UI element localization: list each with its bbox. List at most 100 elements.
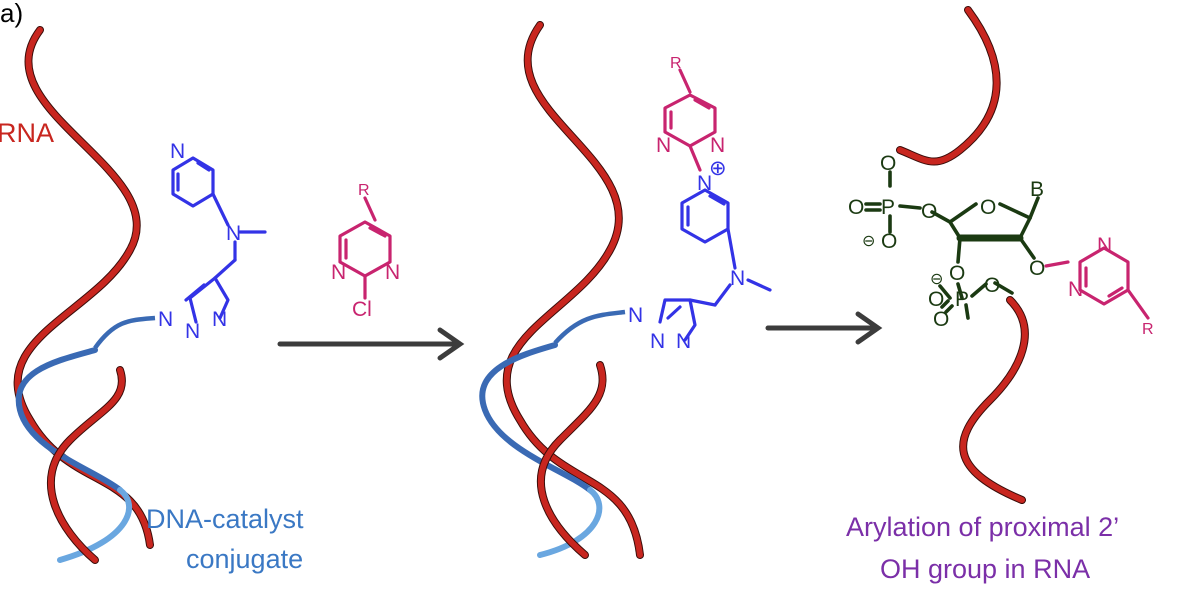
triazole-ring-2 (658, 298, 697, 342)
product-o3: O (949, 262, 965, 285)
arrow-2-head (855, 311, 883, 345)
bond-c2-o2 (1018, 236, 1036, 260)
product-minus1: ⊖ (862, 233, 875, 250)
bond-o2-pym (1044, 260, 1070, 268)
bond-ch2-triazole (213, 258, 237, 280)
bond-p-o-bottom (970, 282, 988, 298)
dna-strand-mid (479, 342, 593, 493)
product-o2: O (1029, 257, 1045, 280)
bond-p-o-down (964, 303, 970, 320)
triazole-double-2 (666, 305, 682, 320)
product-o-minus: O (881, 230, 897, 253)
pyridinium-ring (680, 188, 730, 244)
product-structure: O P O O ⊖ O O B O ⊖ O P O O O N N R (848, 6, 1154, 504)
dna-strand-mid-light (537, 487, 603, 558)
reagent-r: R (358, 182, 370, 199)
reagent-cl: Cl (352, 298, 372, 321)
pyridinium-double (686, 194, 726, 227)
pyrimidine-double-2 (669, 98, 711, 130)
triazole-double-1 (184, 283, 206, 302)
arrow-1-head (437, 327, 465, 361)
rna-strand-top (897, 7, 1000, 165)
reagent-molecule: R N N Cl (331, 182, 400, 321)
dna-catalyst-label-line1: DNA-catalyst (146, 504, 304, 534)
rna-strand-mid (503, 22, 643, 558)
product-p-top: P (881, 196, 895, 219)
catalyst1-n-amine: N (226, 222, 241, 245)
product-base-b: B (1030, 178, 1044, 201)
catalyst1-n-pyridine: N (170, 140, 185, 163)
product-o-ring: O (980, 196, 996, 219)
bond-pyr-amine-2 (726, 227, 737, 270)
bond-pyr-n (211, 192, 230, 227)
pyrimidine-double-product (1084, 266, 1124, 298)
dna-catalyst-label-line2: conjugate (186, 544, 303, 574)
middle-helix (479, 21, 644, 559)
bond-pym-pyridinium (688, 144, 702, 172)
catalyst-molecule-1: N N N N N (158, 140, 267, 343)
bond-c1-base (1028, 196, 1040, 220)
rna-strand-mid-cross (538, 362, 606, 558)
pyridine-ring-1 (171, 156, 215, 208)
rna-label: RNA (0, 118, 54, 148)
product-o-bottom: O (933, 308, 949, 331)
product-p-bottom: P (955, 288, 969, 311)
product-r: R (1142, 321, 1154, 338)
arylation-label-line2: OH group in RNA (880, 554, 1090, 584)
catalyst2-r: R (670, 55, 682, 72)
bond-c3-o3 (956, 236, 962, 264)
product-o-minus2: O (928, 288, 944, 311)
dna-strand-left (15, 347, 123, 493)
reagent-n-left: N (331, 261, 346, 284)
bond-r-ring (363, 196, 377, 222)
reagent-n-right: N (385, 261, 400, 284)
catalyst2-n1: N (628, 304, 643, 327)
bond-p-o-eq (944, 304, 954, 314)
reaction-arrow-1 (277, 327, 465, 361)
catalyst2-n-pyridinium: N (697, 172, 712, 195)
bond-r-pym2 (678, 68, 692, 94)
product-o-ring-link: O (921, 200, 937, 223)
catalyst1-n1: N (158, 308, 173, 331)
bond-p-o-eq2 (940, 299, 950, 309)
catalyst2-plus: ⊕ (709, 157, 727, 180)
left-helix (13, 26, 156, 564)
catalyst2-n-pym-left: N (656, 134, 671, 157)
product-minus2: ⊖ (930, 271, 943, 288)
linker-left (93, 315, 156, 350)
pyridine-double-bonds-1 (176, 161, 211, 192)
bond-ch2-triazole-2 (688, 298, 717, 307)
pyrimidine-double-reagent (344, 226, 387, 260)
catalyst1-n2: N (185, 320, 200, 343)
catalyst2-n3: N (676, 330, 691, 353)
catalyst1-n3: N (212, 308, 227, 331)
bond-pym-r (1126, 288, 1150, 320)
bond-p-ominus (938, 284, 952, 300)
product-n-pym-top: N (1097, 234, 1112, 257)
rna-strand-left-cross-shadow (47, 366, 126, 564)
bond-o-c5 (930, 210, 952, 224)
bond-amine-ch2-2 (713, 283, 732, 307)
bond-amine-methyl-2 (746, 278, 772, 292)
reaction-arrow-2 (765, 311, 883, 345)
linker-mid (553, 309, 626, 345)
panel-label: a) (0, 0, 23, 28)
bond-o-strand (993, 281, 1014, 295)
rna-strand-left-cross (48, 367, 125, 563)
product-n-pym-left: N (1068, 278, 1083, 301)
dna-strand-left-light (57, 487, 132, 563)
catalyst2-n-amine: N (730, 267, 745, 290)
catalyst2-n2: N (650, 330, 665, 353)
catalyst2-n-pym-right: N (710, 134, 725, 157)
arylation-label-line1: Arylation of proximal 2’ (846, 512, 1119, 542)
ring-bond-o-c1 (998, 202, 1032, 220)
ring-bond-c4-o (948, 202, 978, 224)
product-o-left: O (848, 196, 864, 219)
bond-p-o-link (898, 204, 922, 210)
rna-strand-bottom (960, 297, 1028, 503)
product-o-top: O (880, 152, 896, 175)
product-o-bottom-link: O (984, 274, 1000, 297)
ring-bond-c1-c2 (1018, 216, 1032, 240)
bond-o3-p (956, 282, 964, 300)
